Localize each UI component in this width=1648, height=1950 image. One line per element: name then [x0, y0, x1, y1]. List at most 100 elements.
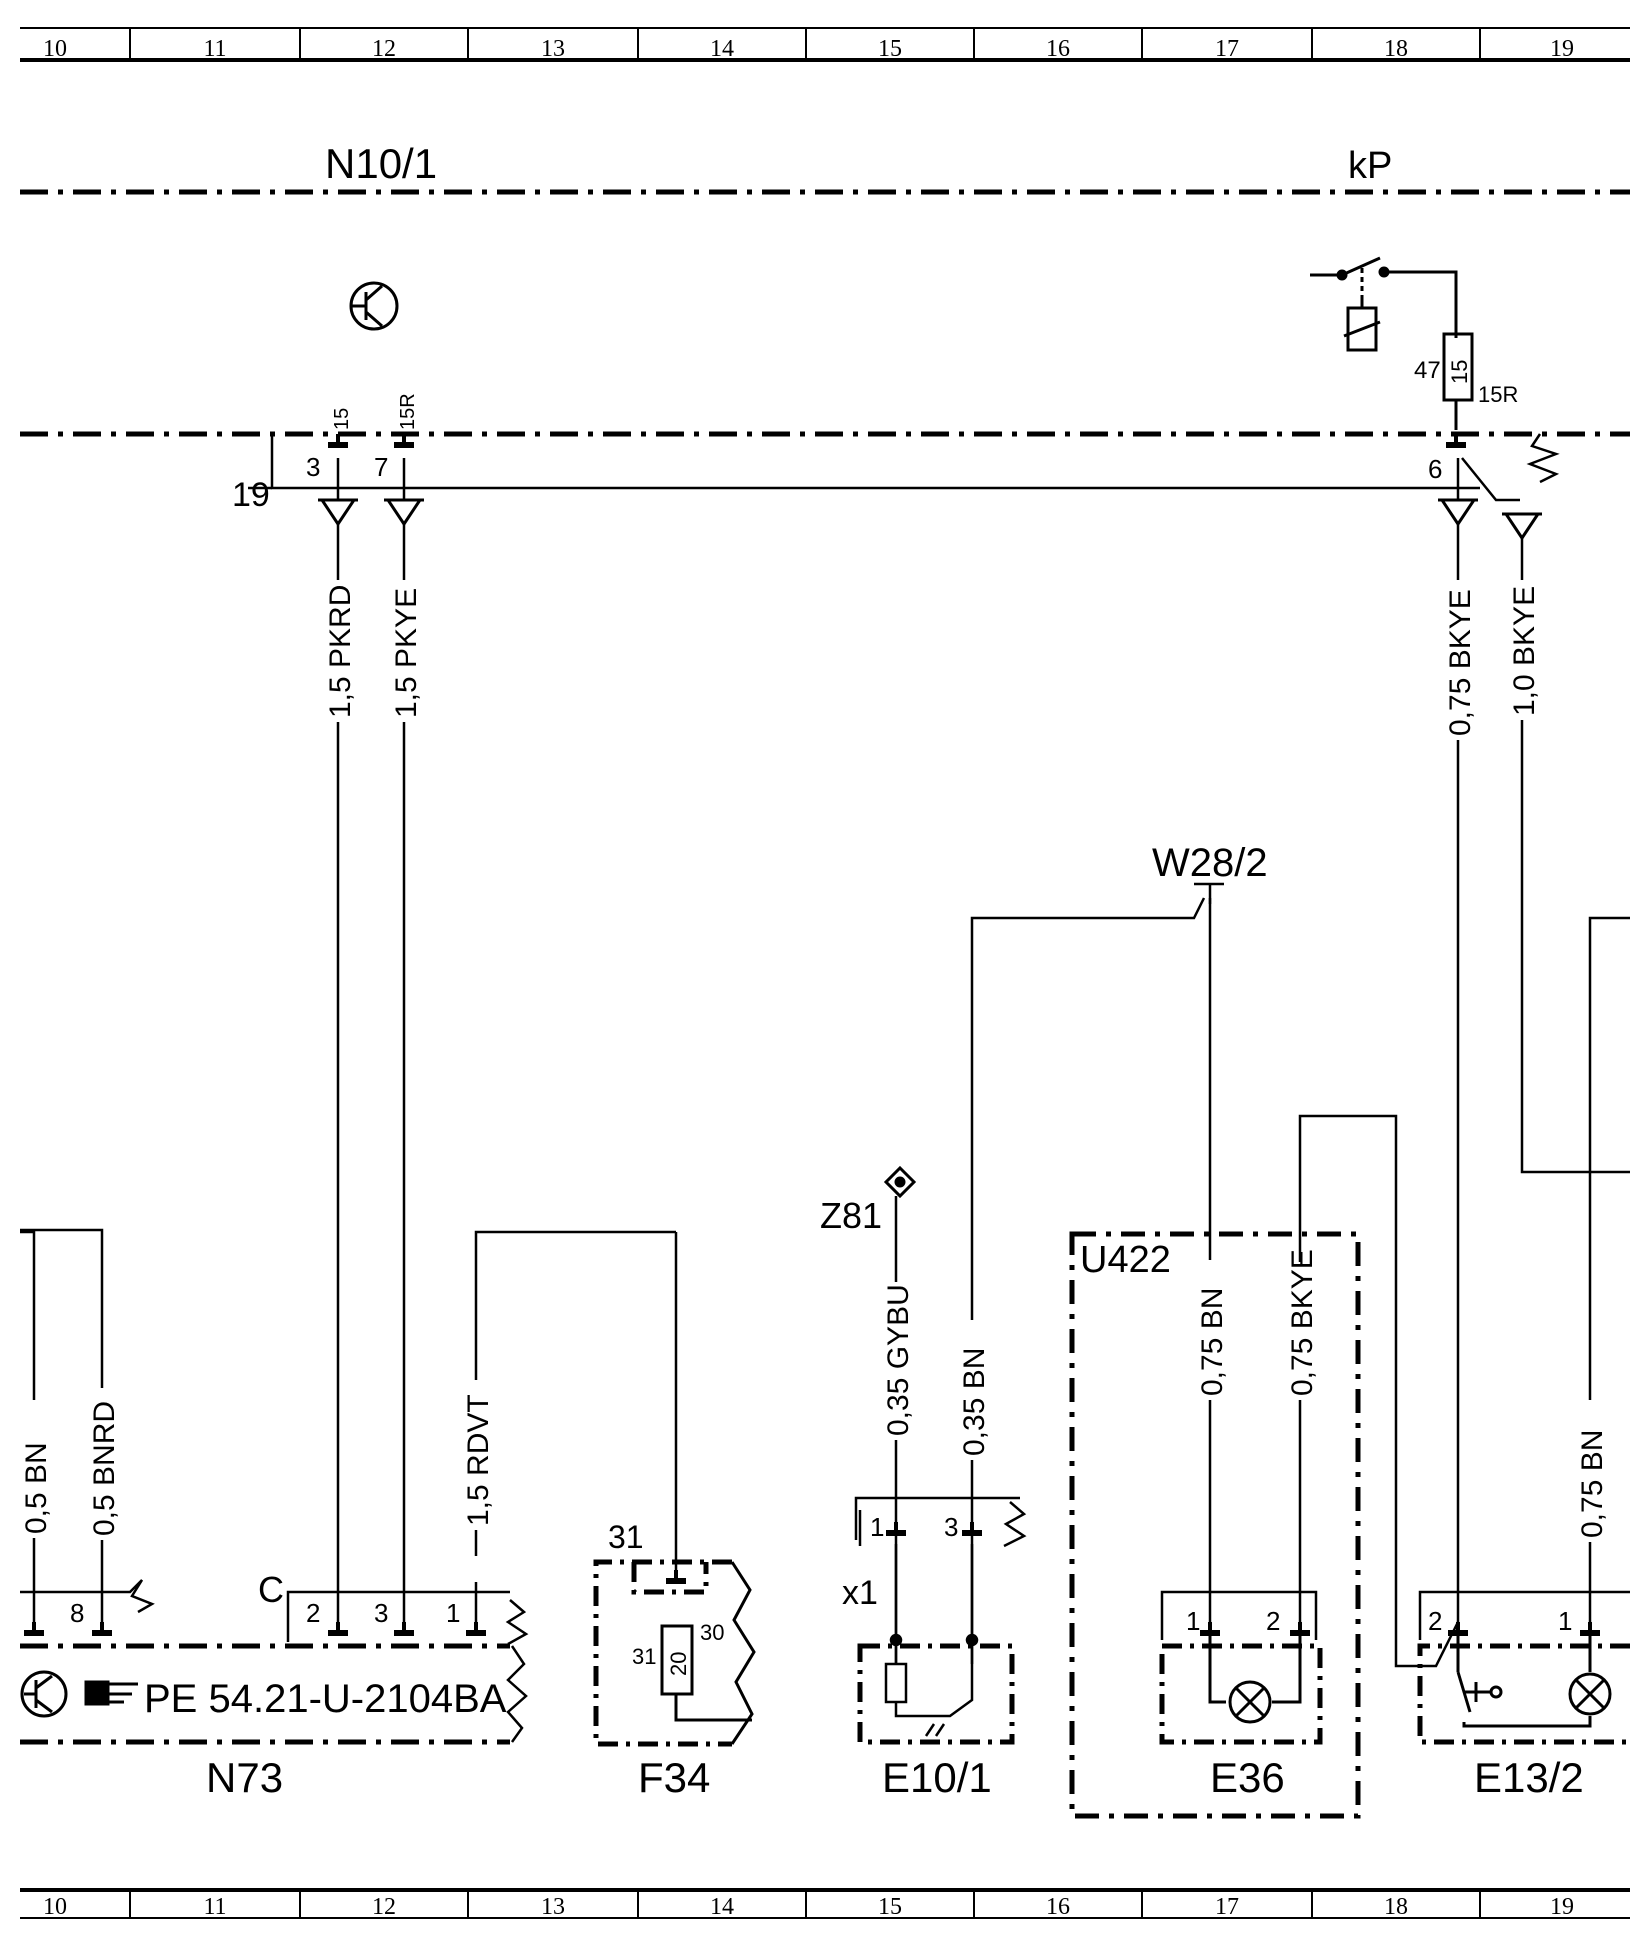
e13-2-switch-icon: [1456, 1636, 1592, 1728]
n73-pin-2: [328, 1622, 348, 1636]
e10-1-connector: [854, 1496, 1027, 1548]
e36-pin-2-label: 2: [1266, 1606, 1280, 1636]
grid-bottom-15: 15: [878, 1894, 902, 1920]
e10-1-box: [857, 1643, 1015, 1745]
grid-bottom-17: 17: [1215, 1894, 1239, 1920]
transistor-icon: [349, 281, 399, 331]
e13-2-connector: [1418, 1590, 1630, 1640]
f34-31-label-inner: 31: [632, 1644, 656, 1669]
grid-top-19: 19: [1550, 36, 1574, 62]
n73-pin-8: [92, 1622, 112, 1636]
n73-pin-3: [394, 1622, 414, 1636]
e36-box: [1159, 1643, 1323, 1745]
e10-1-pin-1: [886, 1522, 906, 1536]
module-label-n10-1: N10/1: [325, 140, 437, 187]
wire-labels: 1,5 PKRD 1,5 PKYE 0,75 BKYE 1,0 BKYE 0,5…: [20, 585, 1609, 1538]
grid-top-18: 18: [1384, 36, 1408, 62]
e36-pin-1: [1200, 1622, 1220, 1636]
wire-label-bkye-075: 0,75 BKYE: [1444, 589, 1477, 736]
fuse-15r-label: 15R: [1478, 382, 1518, 407]
wire-label-bn-05: 0,5 BN: [20, 1442, 53, 1534]
e13-2-pin-1: [1580, 1622, 1600, 1636]
grid-bottom-12: 12: [372, 1894, 396, 1920]
n73-reference-label: PE 54.21-U-2104BA: [144, 1677, 507, 1721]
f34-31-label-top: 31: [608, 1519, 644, 1555]
grid-top-14: 14: [710, 36, 734, 62]
grid-bottom-11: 11: [203, 1894, 226, 1920]
e13-2-pin-2: [1448, 1622, 1468, 1636]
pin-15r-label: 15R: [397, 393, 419, 430]
n73-pin-1: [466, 1622, 486, 1636]
f34-fuse: [660, 1561, 756, 1745]
grid-top-labels: 10 11 12 13 14 15 16 17 18 19: [43, 36, 1574, 62]
z81-splice-icon: [883, 1165, 917, 1199]
n73-label: N73: [206, 1754, 283, 1801]
wire-label-bkye-075-u422: 0,75 BKYE: [1286, 1249, 1319, 1396]
wire-label-bn-075-u422: 0,75 BN: [1196, 1288, 1229, 1396]
n73-pin-8-label: 8: [70, 1598, 84, 1628]
e13-2-lamp-icon: [1568, 1636, 1612, 1716]
grid-bottom-labels: 10 11 12 13 14 15 16 17 18 19: [43, 1894, 1574, 1920]
fuse-number-label: 47: [1414, 357, 1441, 384]
e10-1-pin-3: [962, 1522, 982, 1536]
grid-bottom-13: 13: [541, 1894, 565, 1920]
grid-top-15: 15: [878, 36, 902, 62]
fuse-47: [1442, 332, 1474, 430]
n73-connector: [20, 1579, 529, 1743]
wire-label-bn-035: 0,35 BN: [958, 1348, 991, 1456]
n73-transistor-icon: [20, 1670, 68, 1718]
z81-label: Z81: [820, 1195, 882, 1236]
grid-bottom-10: 10: [43, 1894, 67, 1920]
relay-switch-icon: [1310, 256, 1458, 352]
f34-label: F34: [638, 1754, 710, 1801]
u422-box: [1069, 1231, 1361, 1819]
e13-2-pin-2-label: 2: [1428, 1606, 1442, 1636]
grid-top-12: 12: [372, 36, 396, 62]
pin-7-top-label: 7: [374, 452, 388, 482]
grid-bottom: [20, 1888, 1630, 1919]
wire-label-bn-075-right: 0,75 BN: [1576, 1430, 1609, 1538]
f34-30-label: 30: [700, 1620, 724, 1645]
grid-top-16: 16: [1046, 36, 1070, 62]
x1-label: x1: [842, 1574, 878, 1612]
fuse-value-label: 15: [1447, 360, 1472, 384]
grid-bottom-14: 14: [710, 1894, 734, 1920]
bus-number-label: 19: [232, 476, 270, 514]
e13-2-box: [1417, 1643, 1630, 1745]
grid-top-13: 13: [541, 36, 565, 62]
e10-1-label: E10/1: [882, 1754, 992, 1801]
e10-1-pin-3-label: 3: [944, 1512, 958, 1542]
e10-1-internals: [884, 1544, 979, 1737]
ground-label-w28-2: W28/2: [1152, 841, 1268, 885]
grid-bottom-19: 19: [1550, 1894, 1574, 1920]
n73-pin-1-label: 1: [446, 1598, 460, 1628]
n73-pin-left: [24, 1622, 44, 1636]
e13-2-pin-1-label: 1: [1558, 1606, 1572, 1636]
e10-1-pin-1-label: 1: [870, 1512, 884, 1542]
n73-connector-c-label: C: [258, 1569, 284, 1610]
e36-label: E36: [1210, 1754, 1285, 1801]
grid-bottom-16: 16: [1046, 1894, 1070, 1920]
u422-label: U422: [1080, 1239, 1171, 1281]
e36-pin-2: [1290, 1622, 1310, 1636]
f34-20-label: 20: [666, 1652, 691, 1676]
f34-pin: [666, 1570, 686, 1584]
wire-label-pkye: 1,5 PKYE: [390, 588, 423, 718]
bus-line-19: [248, 432, 1480, 490]
kp-branch: [1461, 433, 1560, 502]
grid-top: [20, 27, 1630, 62]
grid-top-11: 11: [203, 36, 226, 62]
wire-label-pkrd: 1,5 PKRD: [324, 585, 357, 718]
f34-fuse-box: [593, 1559, 732, 1747]
wire-label-gybu: 0,35 GYBU: [882, 1284, 915, 1436]
wire-label-bkye-10: 1,0 BKYE: [1508, 586, 1541, 716]
wire-label-bnrd-05: 0,5 BNRD: [88, 1401, 121, 1536]
pin-6-label: 6: [1428, 454, 1442, 484]
splice-symbols: [318, 498, 1542, 541]
wire-label-rdvt: 1,5 RDVT: [462, 1394, 495, 1526]
pointing-hand-icon: [84, 1680, 138, 1706]
n73-pin-3-label: 3: [374, 1598, 388, 1628]
e36-connector: [1160, 1590, 1318, 1640]
wire-lines: [20, 458, 1630, 1668]
